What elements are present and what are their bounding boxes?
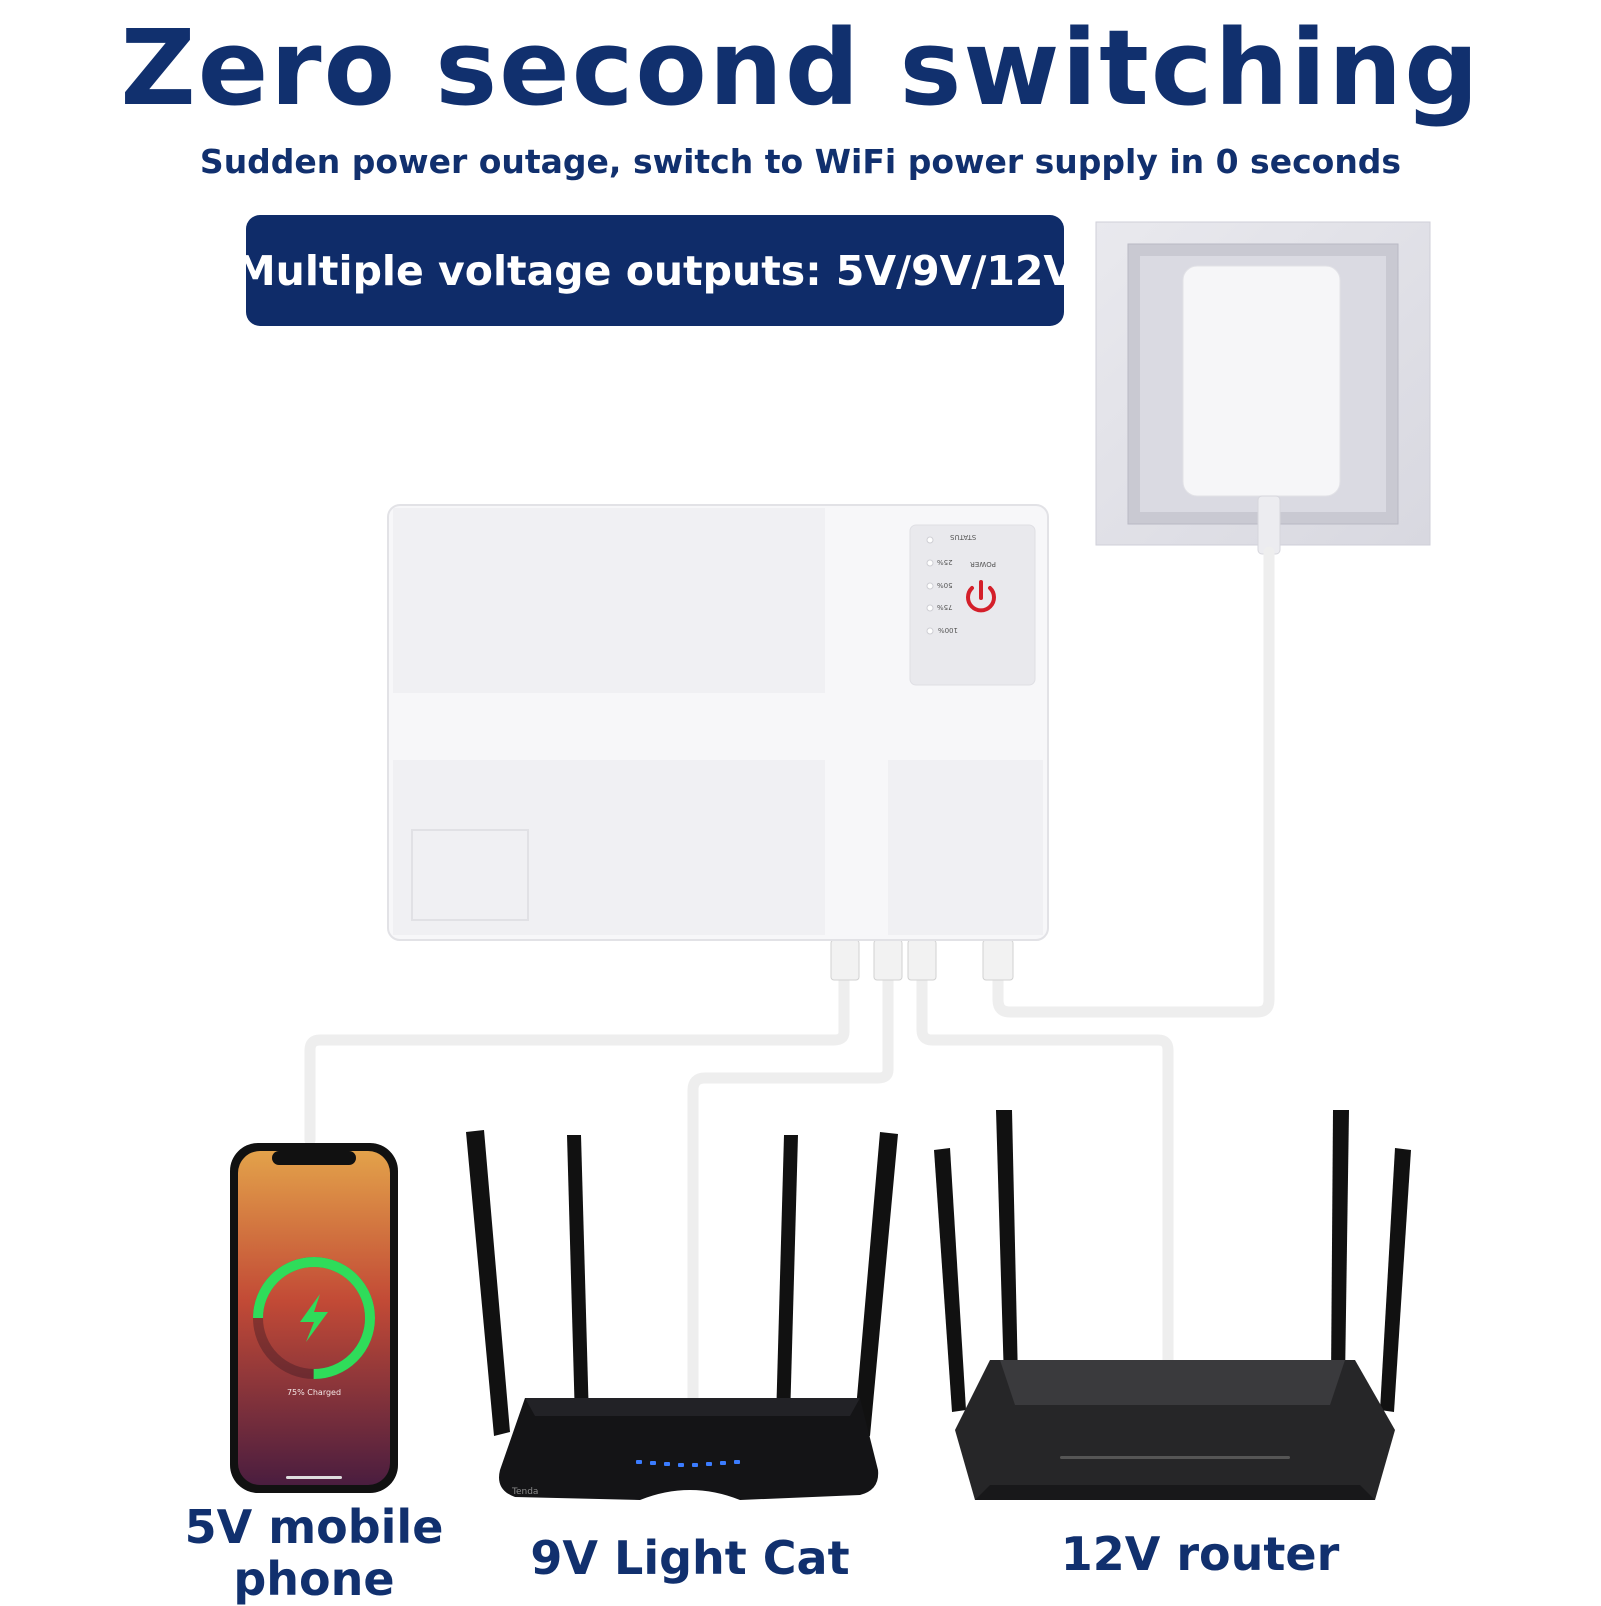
- router-leds: [636, 1460, 740, 1467]
- phone-charge-text: 75% Charged: [287, 1388, 341, 1397]
- mini-ups-device: STATUS 25% 50% 75% 100% POWER: [387, 504, 1049, 941]
- indicator-25-text: 25%: [937, 558, 953, 566]
- feature-badge: Multiple voltage outputs: 5V/9V/12V: [235, 215, 1075, 326]
- indicator-75-text: 75%: [937, 603, 953, 611]
- device-label-light-cat: 9V Light Cat: [530, 1531, 850, 1585]
- indicator-50-text: 50%: [937, 581, 953, 589]
- device-label-router: 12V router: [1060, 1527, 1340, 1581]
- wall-socket-icon: [1095, 221, 1431, 555]
- charging-bolt-icon: [300, 1294, 328, 1342]
- device-label-phone: 5V mobile phone: [172, 1501, 456, 1605]
- indicator-leds: [926, 536, 934, 635]
- power-label-text: POWER: [970, 560, 996, 568]
- connectors: [830, 939, 1014, 981]
- indicator-100-text: 100%: [938, 626, 958, 634]
- device-label-phone-line2: phone: [233, 1552, 395, 1606]
- indicator-status-text: STATUS: [949, 533, 976, 541]
- mobile-phone-icon: 75% Charged: [230, 1143, 398, 1493]
- device-label-phone-line1: 5V mobile: [184, 1500, 444, 1554]
- router-brand-text: Tenda: [511, 1487, 538, 1497]
- power-button-icon[interactable]: [966, 580, 996, 613]
- subheadline: Sudden power outage, switch to WiFi powe…: [199, 142, 1402, 181]
- headline: Zero second switching: [120, 7, 1481, 129]
- power-cables: [304, 546, 1275, 1406]
- light-cat-router-icon: Tenda: [466, 1130, 898, 1500]
- router-icon: [934, 1110, 1411, 1500]
